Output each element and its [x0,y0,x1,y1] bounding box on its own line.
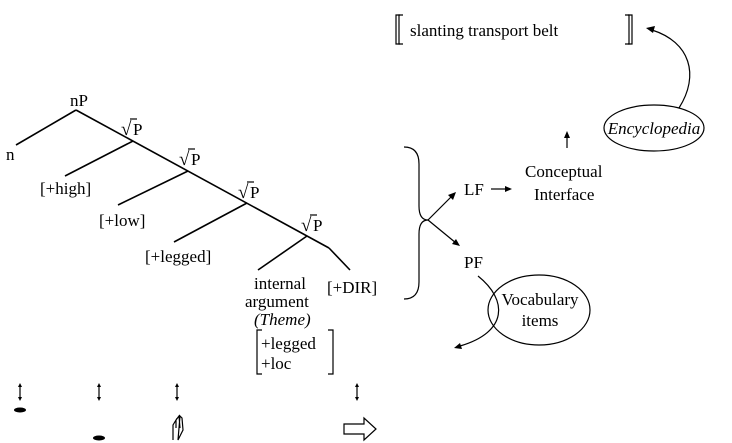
arrow-lf-conceptual [491,186,512,192]
interface-label: Interface [534,185,594,204]
theme-feature-matrix: +legged +loc [256,329,334,375]
root-node-3: √ P [238,181,259,203]
feature-dir: [+DIR] [327,278,377,297]
hand-icon [172,414,184,441]
matrix-feature-loc: +loc [261,354,292,373]
handshape-dot-icon [93,435,105,441]
arrow-to-pf [427,219,460,246]
branch-legged [173,202,248,243]
lf-label: LF [464,180,484,199]
right-brace [403,146,429,300]
feature-low: [+low] [99,211,145,230]
theme-label: (Theme) [254,310,311,329]
root-p-label: P [250,183,259,202]
arrow-conceptual-up [564,131,570,148]
root-p-label: P [313,216,322,235]
outline-right-arrow-icon [343,416,377,442]
branch-dir [328,247,351,271]
sqrt-symbol: √ [179,149,190,170]
arrow-pf-vocabulary [454,275,500,349]
updown-arrow-icon [18,383,22,401]
vocabulary-label: Vocabulary [501,290,579,309]
encyclopedia-ellipse [603,104,705,152]
matrix-right-bracket [328,329,334,375]
root-p-label: P [191,150,200,169]
arrow-to-lf [427,192,456,221]
arrow-encyclopedia-denotation [646,26,691,109]
updown-arrow-icon [355,383,359,401]
root-node-2: √ P [179,148,200,170]
handshape-dot-icon [14,407,26,413]
root-node-4: √ P [301,214,322,236]
branch-spine [75,109,330,249]
vocabulary-ellipse [487,274,591,346]
tree-branches [15,109,351,271]
updown-arrow-icon [175,383,179,401]
matrix-feature-legged: +legged [261,334,316,353]
internal-label: internal [254,274,306,293]
updown-arrow-icon [97,383,101,401]
denotation: slanting transport belt [395,14,633,45]
pf-label: PF [464,253,483,272]
branch-low [117,170,189,206]
branch-internal-argument [257,235,308,271]
encyclopedia-label: Encyclopedia [607,119,701,138]
conceptual-label: Conceptual [525,162,603,181]
sqrt-symbol: √ [238,182,249,203]
np-label: nP [70,91,88,110]
matrix-left-bracket [256,329,262,375]
feature-legged: [+legged] [145,247,211,266]
denotation-text: slanting transport belt [410,21,559,40]
feature-high: [+high] [40,179,91,198]
branch-high [64,140,134,177]
sqrt-symbol: √ [121,119,132,140]
sqrt-symbol: √ [301,215,312,236]
argument-label: argument [245,292,309,311]
branch-np-n [15,109,77,146]
root-node-1: √ P [121,118,142,140]
items-label: items [522,311,559,330]
n-label: n [6,145,15,164]
root-p-label: P [133,120,142,139]
